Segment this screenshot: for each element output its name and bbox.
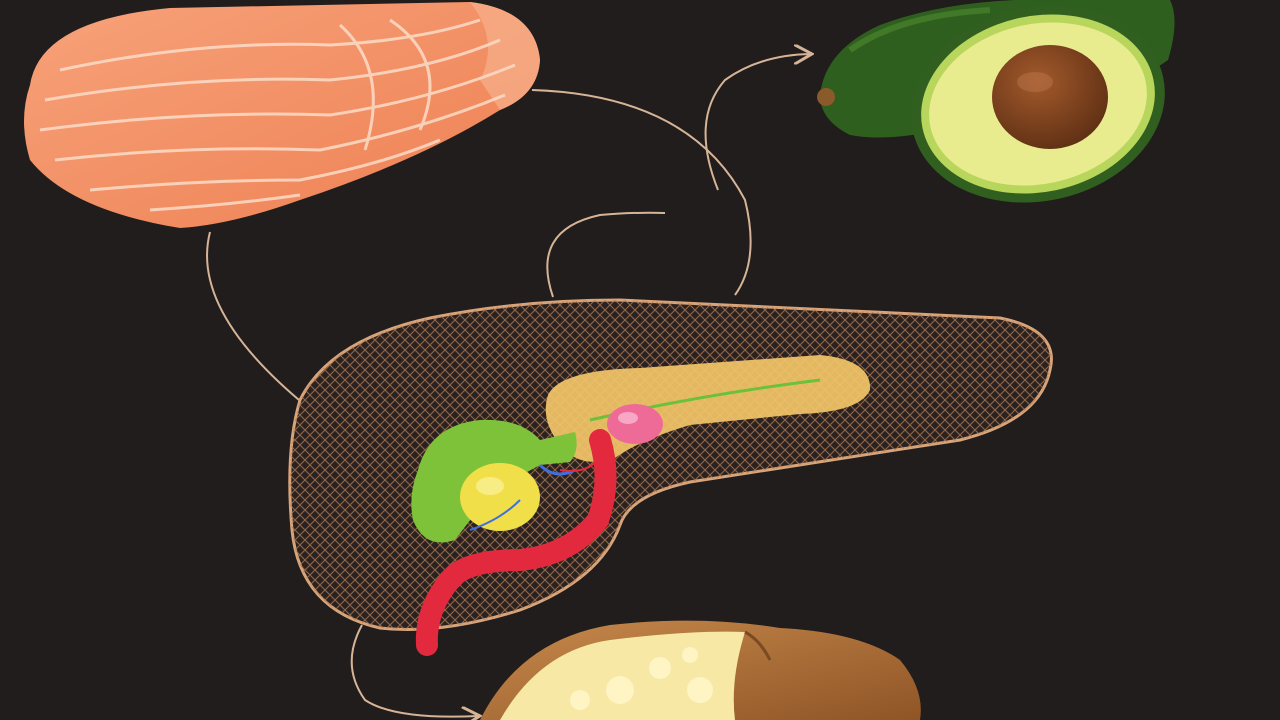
baked-potato-icon (480, 620, 921, 720)
arrow-to-avocado (704, 54, 810, 191)
connector-arrows (206, 54, 810, 717)
avocado-half-icon (817, 0, 1175, 203)
pancreas-organ-icon (288, 298, 1053, 656)
arrow-to-potato (350, 624, 478, 717)
arrow-salmon-to-pancreas (206, 231, 306, 406)
arrow-pancreas-top (546, 211, 666, 298)
salmon-fillet-icon (24, 2, 540, 228)
arrow-salmon-loop (531, 89, 752, 296)
